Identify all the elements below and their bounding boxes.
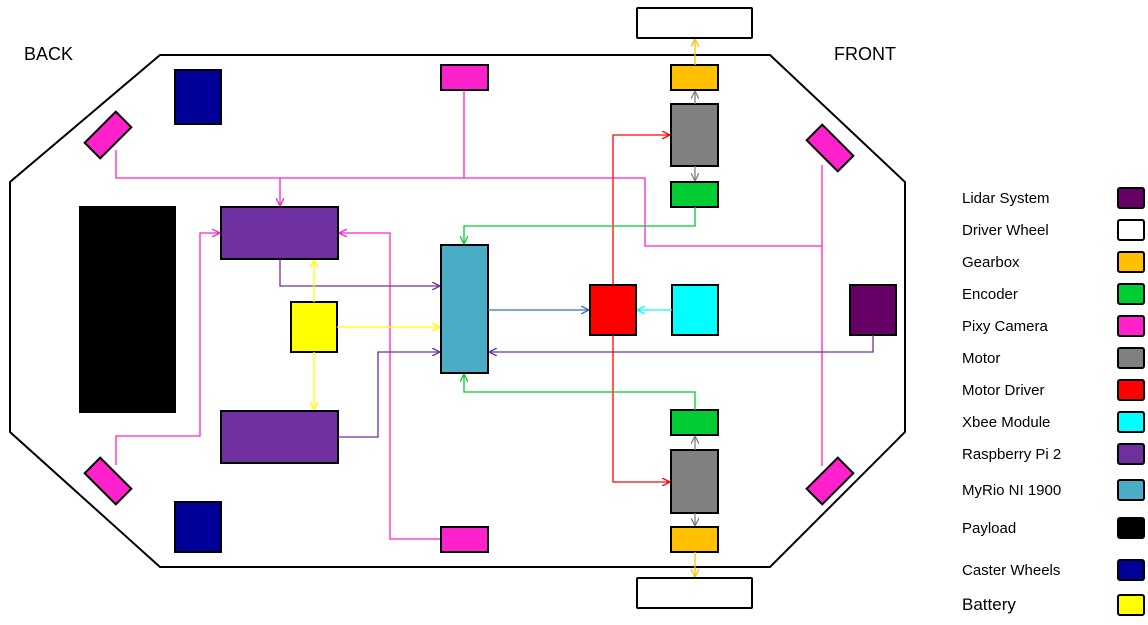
wire-motor-driver-to-motor-top xyxy=(612,135,669,285)
legend-label-pixy: Pixy Camera xyxy=(962,318,1049,335)
pixy-camera-back-bottom xyxy=(83,456,133,506)
pixy-camera-top-center xyxy=(440,64,489,91)
wire-pixy-back-top xyxy=(115,150,280,205)
motor-driver-block xyxy=(589,284,637,336)
wire-rpi-top-to-myrio xyxy=(279,259,439,286)
legend-swatch-xbee xyxy=(1117,411,1145,433)
legend-label-xbee: Xbee Module xyxy=(962,414,1050,431)
raspberry-pi-top xyxy=(220,206,339,260)
wire-lidar-to-myrio xyxy=(490,335,874,352)
encoder-bottom xyxy=(670,409,719,436)
gearbox-bottom xyxy=(670,526,719,553)
legend-label-payload: Payload xyxy=(962,520,1016,537)
gearbox-top xyxy=(670,64,719,91)
legend-swatch-raspberry xyxy=(1117,443,1145,465)
legend-swatch-myrio xyxy=(1117,479,1145,501)
motor-top xyxy=(670,103,719,167)
legend-label-gearbox: Gearbox xyxy=(962,254,1020,271)
legend-swatch-payload xyxy=(1117,517,1145,539)
wire-pixy-back-bottom xyxy=(115,233,219,465)
wire-encoder-bottom-to-myrio xyxy=(464,375,696,410)
pixy-camera-back-top xyxy=(83,110,133,160)
wire-rpi-bottom-to-myrio xyxy=(338,352,439,438)
front-label: FRONT xyxy=(834,44,896,64)
battery-block xyxy=(290,301,338,353)
legend-swatch-pixy xyxy=(1117,315,1145,337)
pixy-camera-front-top xyxy=(805,123,855,173)
legend-label-driver-wheel: Driver Wheel xyxy=(962,222,1049,239)
legend-label-battery: Battery xyxy=(962,595,1016,614)
motor-bottom xyxy=(670,449,719,514)
lidar-system-block xyxy=(849,284,897,336)
caster-wheel-bottom xyxy=(174,501,222,553)
myrio-block xyxy=(440,244,489,374)
wire-pixy-bottom-center xyxy=(340,233,440,540)
legend-swatch-caster xyxy=(1117,559,1145,581)
pixy-camera-front-bottom xyxy=(805,456,855,506)
payload-block xyxy=(79,206,176,413)
driver-wheel-top xyxy=(636,7,753,39)
legend-label-motor: Motor xyxy=(962,350,1000,367)
legend-swatch-driver-wheel xyxy=(1117,219,1145,241)
legend-swatch-gearbox xyxy=(1117,251,1145,273)
wire-motor-driver-to-motor-bottom xyxy=(612,335,669,482)
legend-label-lidar: Lidar System xyxy=(962,190,1050,207)
legend-swatch-motor xyxy=(1117,347,1145,369)
caster-wheel-top xyxy=(174,69,222,125)
legend-swatch-encoder xyxy=(1117,283,1145,305)
legend-label-encoder: Encoder xyxy=(962,286,1018,303)
encoder-top xyxy=(670,181,719,208)
legend-label-motor-driver: Motor Driver xyxy=(962,382,1045,399)
legend-swatch-motor-driver xyxy=(1117,379,1145,401)
xbee-module-block xyxy=(671,284,719,336)
legend-label-raspberry: Raspberry Pi 2 xyxy=(962,446,1061,463)
wire-pixy-front-top xyxy=(280,177,822,247)
legend-swatch-battery xyxy=(1117,594,1145,616)
pixy-camera-bottom-center xyxy=(440,526,489,553)
wire-encoder-top-to-myrio xyxy=(464,207,696,243)
legend-label-caster: Caster Wheels xyxy=(962,562,1060,579)
legend-swatch-lidar xyxy=(1117,187,1145,209)
driver-wheel-bottom xyxy=(636,577,753,609)
legend-label-myrio: MyRio NI 1900 xyxy=(962,482,1061,499)
raspberry-pi-bottom xyxy=(220,410,339,464)
back-label: BACK xyxy=(24,44,73,64)
